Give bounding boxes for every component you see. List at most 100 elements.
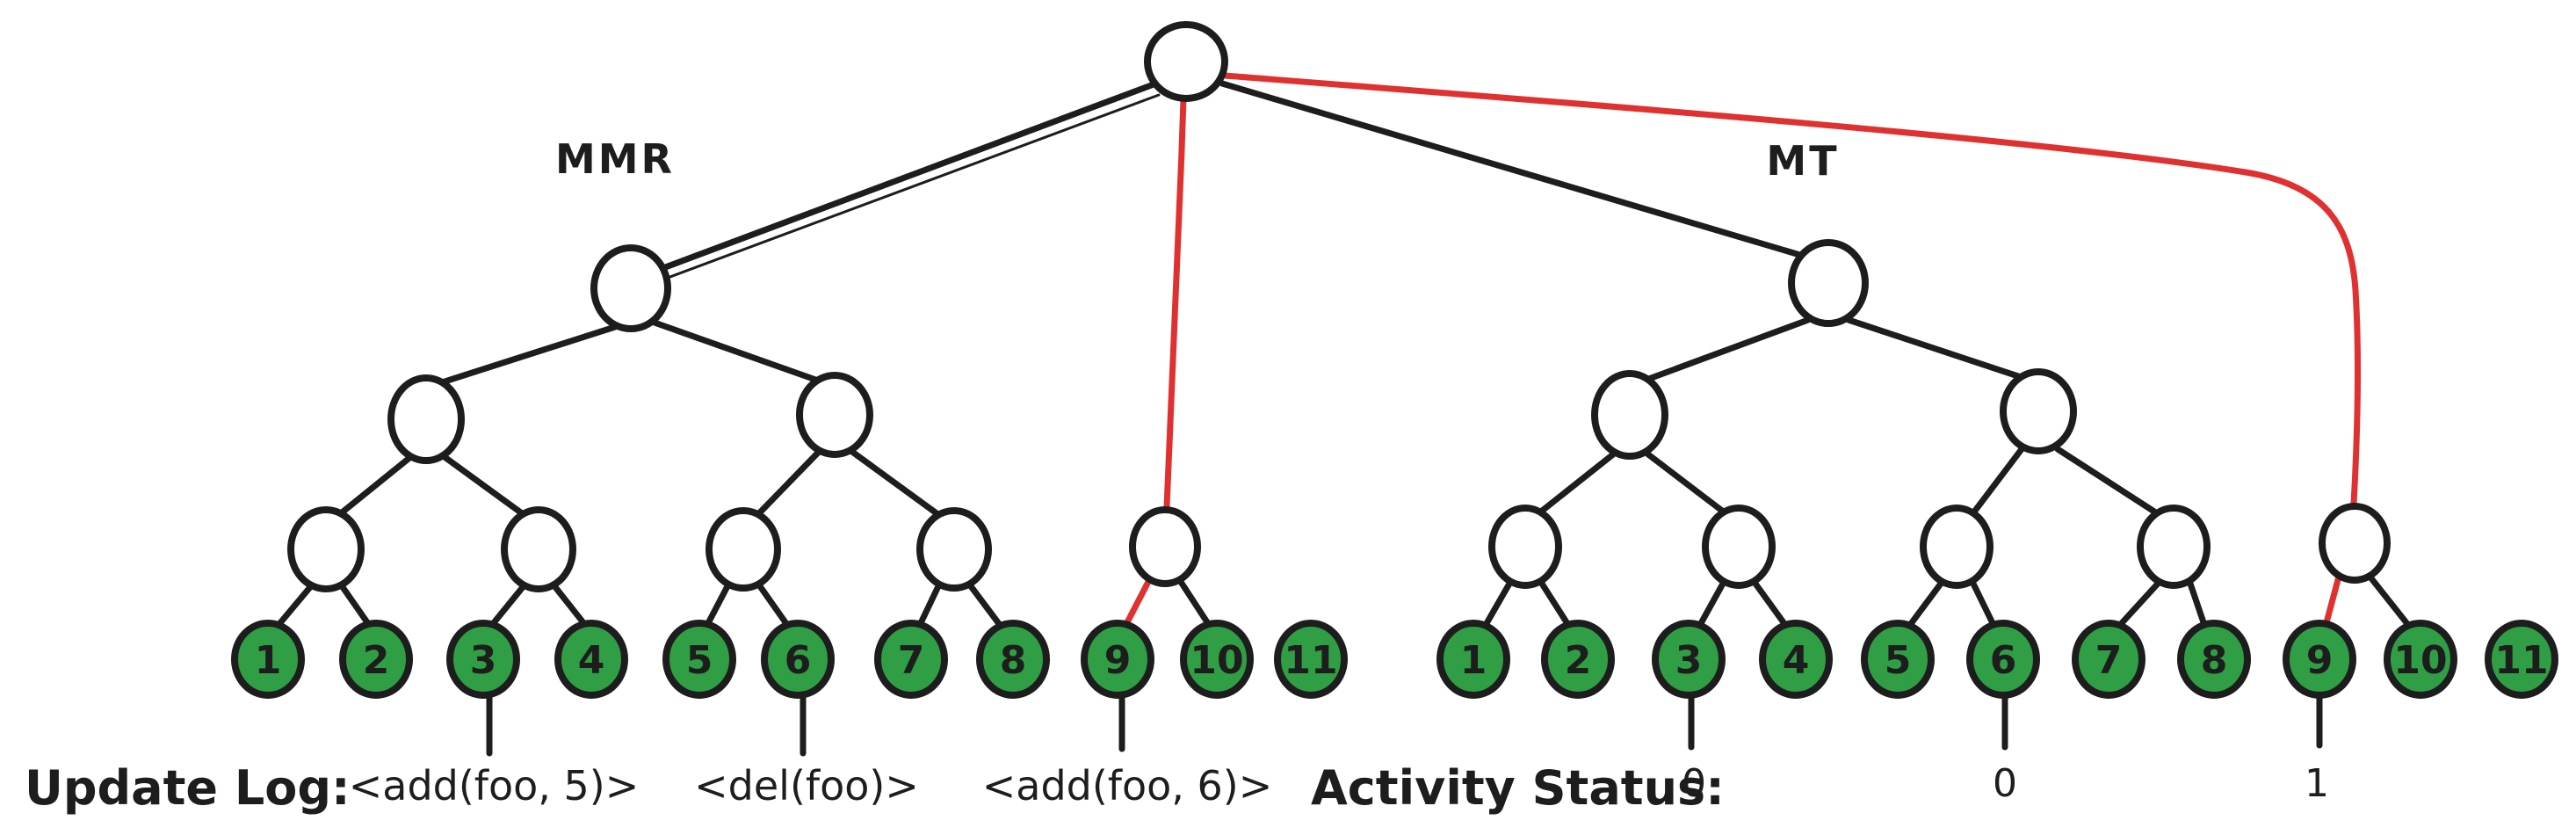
mmr-parent-9-10-node <box>1129 506 1201 587</box>
mmr-leaf-10-label: 10 <box>1190 638 1243 683</box>
edge-mt <box>1845 316 2022 380</box>
edge-mmr <box>704 583 731 628</box>
mmr-leaf-4 <box>554 620 628 699</box>
edge-mmr <box>756 448 822 517</box>
edge-mmr <box>339 584 373 628</box>
active-edge-mmr-p910-leaf9 <box>1122 575 1154 629</box>
mt-internal-node <box>1920 505 1994 589</box>
edge-mt-p910-leaf10 <box>2368 575 2412 628</box>
edge-mt <box>1538 451 1617 515</box>
mmr-leaf-9 <box>1081 620 1154 699</box>
mt-leaf-4-label: 4 <box>1783 638 1810 683</box>
mt-leaf-11 <box>2485 620 2558 699</box>
mmr-leaf-3-label: 3 <box>470 638 497 683</box>
mmr-leaf-4-label: 4 <box>578 638 605 683</box>
mmr-leaf-10 <box>1180 620 1254 699</box>
mmr-leaf-7-label: 7 <box>898 638 925 683</box>
mt-leaf-1 <box>1436 620 1510 699</box>
mmr-leaf-1-label: 1 <box>255 638 282 683</box>
internal-nodes <box>287 21 2391 592</box>
edge-mt <box>2054 446 2158 515</box>
edge-mmr <box>756 583 791 628</box>
edge-mmr <box>337 454 413 517</box>
edge-mmr <box>441 454 525 517</box>
edge-mt <box>1482 580 1513 628</box>
mt-leaf-10 <box>2384 620 2457 699</box>
edge-mt <box>1970 580 1997 628</box>
edge-mmr <box>849 448 940 517</box>
update-log-entry-1: <add(foo, 5)> <box>349 762 640 810</box>
mmr-leaf-1 <box>231 620 305 699</box>
mt-internal-node <box>1488 505 1562 589</box>
edge-mmr <box>275 584 314 628</box>
activity-status-value-2: 0 <box>1993 761 2017 806</box>
mmr-internal-node <box>287 506 365 592</box>
edge-mt <box>1972 446 2025 514</box>
mmr-leaf-5-label: 5 <box>686 638 713 683</box>
activity-status-value-3: 1 <box>2305 761 2329 806</box>
mmr-leaf-5 <box>662 620 736 699</box>
edge-mt <box>1752 580 1789 628</box>
mmr-leaf-7 <box>874 620 948 699</box>
mmr-internal-node <box>501 506 576 592</box>
mt-parent-9-10-node <box>2319 503 2391 584</box>
mt-leaf-11-label: 11 <box>2494 638 2548 683</box>
mt-leaf-8 <box>2177 620 2251 699</box>
mmr-internal-node <box>796 372 873 458</box>
mt-leaf-3-label: 3 <box>1675 638 1703 683</box>
active-edge-mt-p910-leaf9 <box>2322 573 2342 629</box>
mt-leaf-5 <box>1861 620 1935 699</box>
mt-internal-node <box>2000 368 2077 454</box>
mmr-leaf-9-label: 9 <box>1104 638 1132 683</box>
edge-mt <box>1907 580 1944 628</box>
mmr-leaf-6-label: 6 <box>785 638 812 683</box>
mt-root-node <box>1788 239 1869 327</box>
mmr-leaf-2 <box>339 620 413 699</box>
edge-root-mmr-inner <box>666 93 1161 280</box>
active-path-root-to-mt-p910 <box>1221 72 2362 507</box>
edges <box>275 80 2412 757</box>
edge-mmr <box>967 583 1003 628</box>
mt-leaf-2 <box>1541 620 1615 699</box>
active-paths <box>1122 72 2362 629</box>
edge-mt <box>2187 580 2208 628</box>
mmr-leaves: 1 2 3 4 5 6 7 8 9 10 11 <box>231 620 1348 699</box>
mt-leaf-1-label: 1 <box>1460 638 1487 683</box>
mt-leaves: 1 2 3 4 5 6 7 8 9 10 11 <box>1436 620 2558 699</box>
mmr-internal-node <box>387 374 465 464</box>
edge-mmr <box>916 583 942 628</box>
mt-leaf-7 <box>2072 620 2145 699</box>
mmr-internal-node <box>916 507 992 592</box>
edge-mt <box>2117 580 2161 628</box>
edge-mt <box>1643 316 1812 383</box>
mmr-leaf-2-label: 2 <box>363 638 390 683</box>
mmr-leaf-11-label: 11 <box>1284 638 1337 683</box>
mt-label: MT <box>1766 137 1839 185</box>
mt-leaf-4 <box>1759 620 1833 699</box>
mt-leaf-3 <box>1652 620 1726 699</box>
mt-internal-node <box>1702 505 1776 589</box>
mmr-label: MMR <box>555 135 675 183</box>
update-log-entry-3: <add(foo, 6)> <box>982 762 1273 810</box>
mt-leaf-9 <box>2283 620 2356 699</box>
mt-leaf-9-label: 9 <box>2306 638 2334 683</box>
edge-mmr-p910-leaf10 <box>1177 578 1212 628</box>
mmr-peak-node <box>590 244 671 332</box>
mmr-leaf-8-label: 8 <box>1000 638 1027 683</box>
edge-mt <box>1538 580 1572 628</box>
mt-leaf-6 <box>1966 620 2040 699</box>
mt-leaf-10-label: 10 <box>2393 638 2447 683</box>
edge-mt <box>1645 451 1726 514</box>
mt-internal-node <box>1591 370 1668 460</box>
mt-leaf-7-label: 7 <box>2095 638 2123 683</box>
mt-leaf-8-label: 8 <box>2201 638 2228 683</box>
mt-leaf-5-label: 5 <box>1885 638 1912 683</box>
mmr-leaf-3 <box>446 620 520 699</box>
mt-leaf-6-label: 6 <box>1990 638 2017 683</box>
update-log-entry-2: <del(foo)> <box>694 762 919 810</box>
mt-leaf-2-label: 2 <box>1565 638 1592 683</box>
edge-root-mmr <box>657 81 1157 272</box>
edge-mt <box>1697 580 1726 628</box>
